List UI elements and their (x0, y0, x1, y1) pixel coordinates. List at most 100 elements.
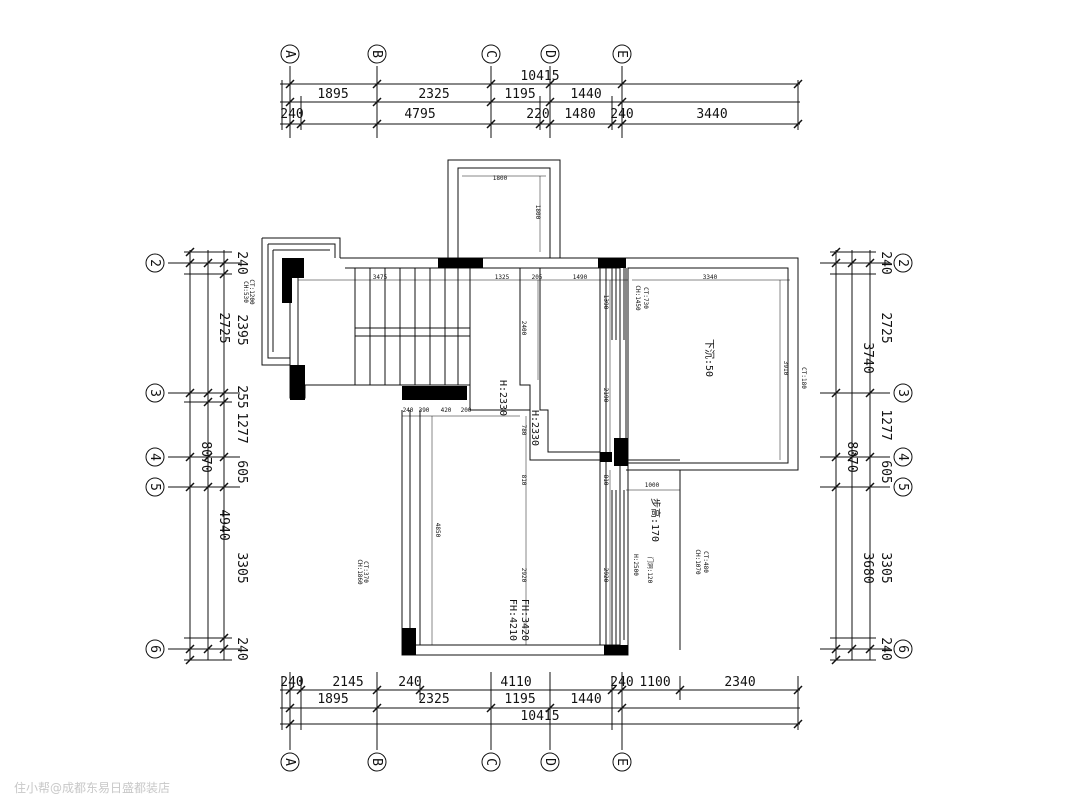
svg-text:1480: 1480 (564, 107, 595, 122)
svg-text:4795: 4795 (404, 107, 435, 122)
svg-text:C: C (483, 758, 498, 766)
svg-text:2190: 2190 (602, 388, 609, 403)
svg-text:CH:1860: CH:1860 (356, 559, 363, 585)
svg-text:420: 420 (441, 407, 452, 414)
svg-text:2: 2 (895, 259, 910, 267)
staircase (354, 268, 471, 385)
svg-text:2145: 2145 (332, 675, 363, 690)
svg-text:4: 4 (147, 453, 162, 461)
svg-text:3: 3 (895, 389, 910, 397)
svg-text:3740: 3740 (860, 342, 875, 373)
label-step-170: 步高:170 (649, 498, 662, 542)
svg-text:1390: 1390 (602, 295, 609, 310)
bottom-total-dim: 10415 (520, 709, 559, 724)
svg-text:3440: 3440 (696, 107, 727, 122)
grid-bubble-3-right (893, 383, 913, 403)
svg-text:780: 780 (520, 425, 527, 436)
svg-text:1277: 1277 (878, 409, 893, 440)
svg-text:2325: 2325 (418, 87, 449, 102)
svg-text:3305: 3305 (878, 552, 893, 583)
svg-text:4110: 4110 (500, 675, 531, 690)
svg-text:1800: 1800 (534, 205, 541, 220)
grid-bubble-4-right (893, 447, 913, 467)
svg-text:2725: 2725 (216, 312, 231, 343)
grid-bubble-d-bottom (540, 752, 560, 772)
svg-text:3: 3 (147, 389, 162, 397)
svg-text:240: 240 (280, 675, 303, 690)
grid-bubble-6-right (893, 639, 913, 659)
svg-text:1440: 1440 (570, 87, 601, 102)
svg-text:1000: 1000 (645, 482, 660, 489)
svg-text:6: 6 (895, 645, 910, 653)
svg-text:240: 240 (234, 637, 249, 660)
svg-text:240: 240 (610, 107, 633, 122)
svg-text:B: B (369, 50, 384, 58)
svg-text:3340: 3340 (703, 274, 718, 281)
grid-bubble-c-top (481, 44, 501, 64)
svg-text:1895: 1895 (317, 692, 348, 707)
svg-text:240: 240 (398, 675, 421, 690)
svg-text:C: C (483, 50, 498, 58)
svg-text:E: E (614, 758, 629, 766)
balcony (262, 237, 341, 258)
svg-text:2340: 2340 (724, 675, 755, 690)
svg-text:H:2500: H:2500 (632, 554, 639, 576)
grid-bubble-2-left (145, 253, 165, 273)
svg-text:门洞:120: 门洞:120 (646, 557, 654, 584)
grid-bubble-d-top (540, 44, 560, 64)
svg-text:2725: 2725 (878, 312, 893, 343)
svg-text:CH:1450: CH:1450 (634, 285, 641, 311)
svg-text:1195: 1195 (504, 87, 535, 102)
svg-text:2395: 2395 (234, 314, 249, 345)
svg-text:3475: 3475 (373, 274, 388, 281)
left-total-dim: 8070 (198, 441, 213, 472)
top-total-dim: 10415 (520, 69, 559, 84)
grid-bubble-3-left (145, 383, 165, 403)
right-total-dim: 8070 (844, 441, 859, 472)
svg-text:1100: 1100 (639, 675, 670, 690)
svg-text:810: 810 (602, 475, 609, 486)
svg-text:255: 255 (234, 385, 249, 408)
svg-text:5: 5 (895, 483, 910, 491)
grid-bubble-e-top (612, 44, 632, 64)
label-fh3420: FH:3420 (519, 599, 530, 641)
svg-text:3910: 3910 (782, 361, 789, 376)
svg-text:5: 5 (147, 483, 162, 491)
svg-text:3680: 3680 (860, 552, 875, 583)
watermark: 住小帮@成都东易日盛都装店 (14, 781, 171, 795)
svg-text:2: 2 (147, 259, 162, 267)
svg-text:2920: 2920 (520, 568, 527, 583)
grid-bubble-4-left (145, 447, 165, 467)
svg-text:4940: 4940 (216, 509, 231, 540)
svg-text:240: 240 (610, 675, 633, 690)
svg-text:B: B (369, 758, 384, 766)
svg-text:4850: 4850 (434, 523, 441, 538)
svg-text:CT:1200: CT:1200 (248, 279, 255, 305)
svg-text:1490: 1490 (573, 274, 588, 281)
grid-bubble-5-left (145, 477, 165, 497)
grid-bubble-2-right (893, 253, 913, 273)
svg-text:A: A (282, 50, 297, 58)
svg-text:1440: 1440 (570, 692, 601, 707)
svg-text:6: 6 (147, 645, 162, 653)
svg-text:CH:530: CH:530 (242, 281, 249, 303)
svg-text:605: 605 (234, 460, 249, 483)
svg-text:D: D (542, 758, 557, 766)
grid-bubble-c-bottom (481, 752, 501, 772)
svg-text:CT:370: CT:370 (362, 561, 369, 583)
svg-text:3305: 3305 (234, 552, 249, 583)
grid-bubble-6-left (145, 639, 165, 659)
grid-bubble-a-bottom (280, 752, 300, 772)
svg-text:810: 810 (520, 475, 527, 486)
svg-text:1895: 1895 (317, 87, 348, 102)
svg-text:1277: 1277 (234, 412, 249, 443)
grid-bubble-e-bottom (612, 752, 632, 772)
svg-text:CT:180: CT:180 (800, 367, 807, 389)
svg-text:205: 205 (532, 274, 543, 281)
svg-text:CT:480: CT:480 (702, 551, 709, 573)
svg-text:240: 240 (878, 637, 893, 660)
svg-text:240: 240 (280, 107, 303, 122)
svg-text:D: D (542, 50, 557, 58)
svg-text:1800: 1800 (493, 175, 508, 182)
structural-columns (282, 258, 628, 655)
